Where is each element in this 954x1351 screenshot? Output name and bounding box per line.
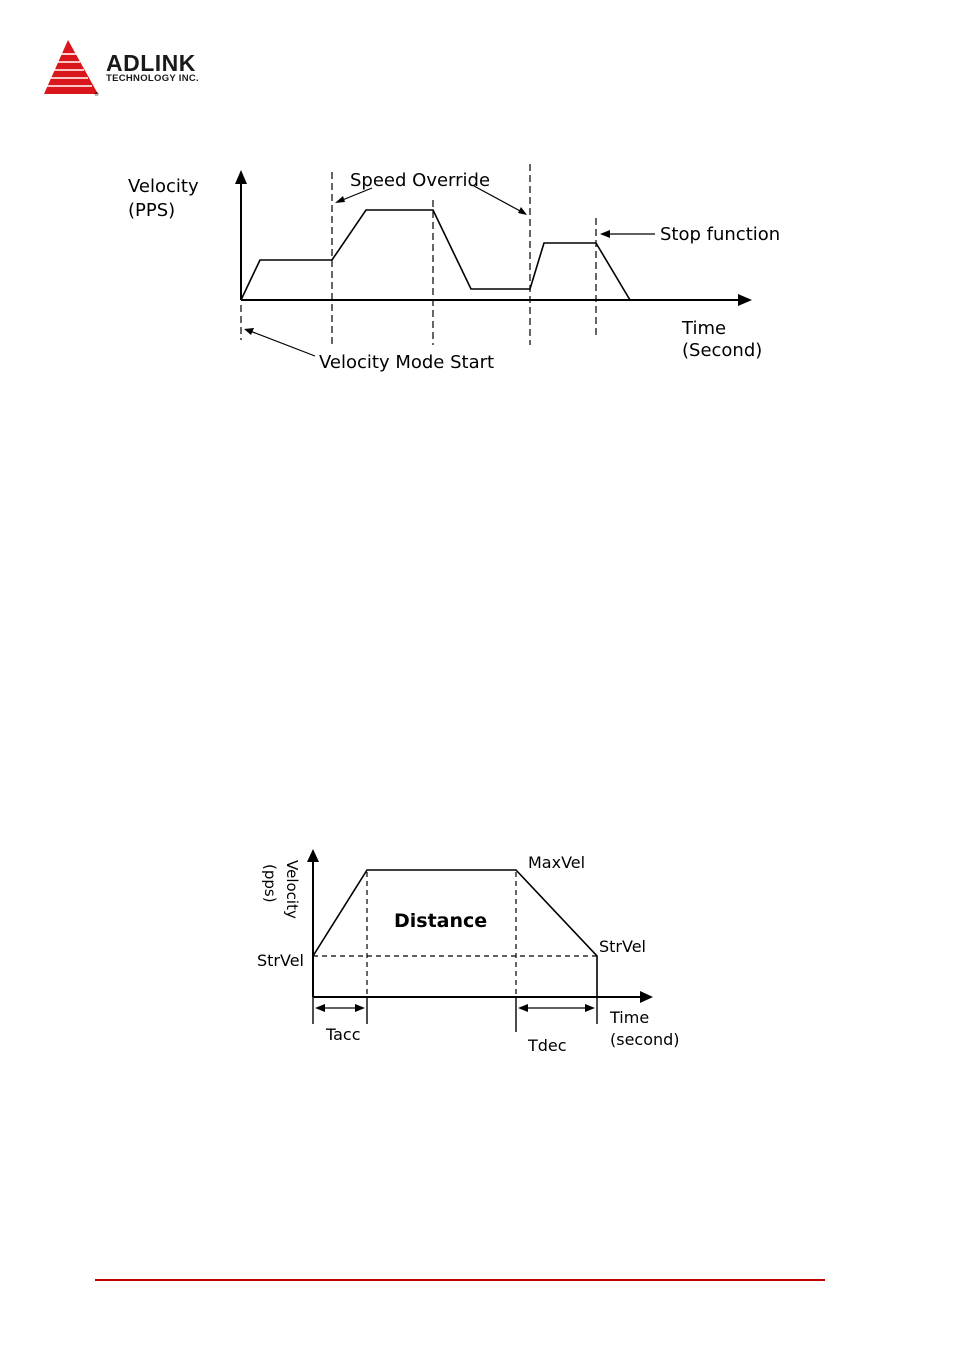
fig2-x-label-2: (second) — [610, 1030, 680, 1049]
fig2-x-axis-arrow-icon — [640, 991, 653, 1003]
fig1-start-arrow — [250, 331, 315, 356]
fig1-y-axis-arrow-icon — [235, 170, 247, 184]
trapezoidal-profile-diagram: Velocity (pps) MaxVel Distance StrVel St… — [240, 840, 710, 1070]
fig1-stop-arrowhead-icon — [600, 230, 610, 238]
fig2-tdec-arrow-right-icon — [585, 1004, 595, 1012]
brand-subtitle: TECHNOLOGY INC. — [106, 73, 199, 84]
fig2-velocity-profile — [313, 870, 597, 997]
fig1-start-arrowhead-icon — [244, 328, 254, 335]
fig2-y-label-1: Velocity — [283, 860, 301, 919]
velocity-mode-diagram: Velocity (PPS) Speed Override Stop funct… — [110, 150, 810, 390]
fig2-tdec-arrow-left-icon — [518, 1004, 528, 1012]
fig2-distance-label: Distance — [394, 910, 487, 932]
fig2-y-axis-arrow-icon — [307, 849, 319, 862]
fig2-maxvel-label: MaxVel — [528, 853, 585, 872]
fig1-x-axis-arrow-icon — [738, 294, 752, 306]
fig1-x-label-2: (Second) — [682, 340, 762, 361]
fig2-tacc-arrow-right-icon — [355, 1004, 365, 1012]
fig2-tacc-label: Tacc — [325, 1025, 361, 1044]
fig1-override-arrowhead-right-icon — [518, 207, 527, 215]
registered-mark: ® — [94, 91, 99, 98]
fig1-x-label-1: Time — [681, 318, 726, 339]
fig1-override-arrowhead-left-icon — [335, 196, 345, 203]
fig1-speed-override-label: Speed Override — [350, 170, 490, 191]
fig1-y-label-1: Velocity — [128, 176, 199, 197]
fig2-strvel-right-label: StrVel — [599, 937, 646, 956]
fig2-y-label-2: (pps) — [261, 864, 279, 903]
fig2-tdec-label: Tdec — [527, 1036, 567, 1055]
logo-triangle-icon: ® — [40, 36, 102, 98]
fig1-y-label-2: (PPS) — [128, 200, 175, 221]
company-logo: ® ADLINK TECHNOLOGY INC. — [40, 36, 240, 100]
fig2-tacc-arrow-left-icon — [315, 1004, 325, 1012]
footer-rule — [95, 1279, 825, 1281]
fig1-stop-function-label: Stop function — [660, 224, 780, 245]
fig2-strvel-left-label: StrVel — [257, 951, 304, 970]
fig2-x-label-1: Time — [609, 1008, 649, 1027]
fig1-velocity-profile — [241, 210, 630, 300]
fig1-velocity-mode-start-label: Velocity Mode Start — [319, 352, 494, 373]
